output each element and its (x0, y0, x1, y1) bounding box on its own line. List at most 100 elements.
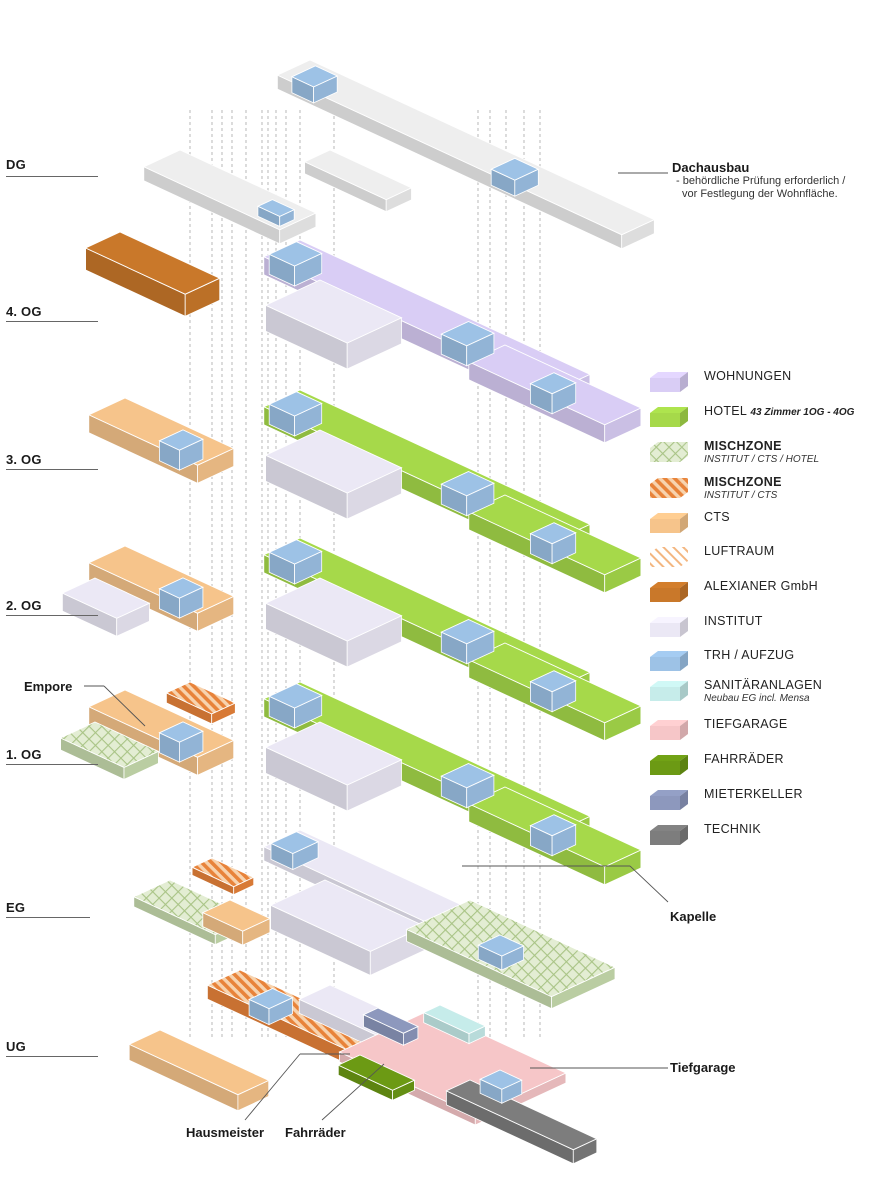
legend-item-technik: TECHNIK (650, 820, 874, 850)
legend-swatch-front (650, 761, 680, 775)
callout-dachausbau: Dachausbau (672, 160, 750, 175)
og3-core-left-top-face (158, 429, 204, 451)
legend-label-wohnungen: WOHNUNGEN (704, 369, 792, 383)
ug-cts (128, 1029, 270, 1112)
ug-mieterkeller (362, 1007, 419, 1046)
og1-core-left-top-face (158, 721, 204, 743)
dg-stair-1 (290, 65, 339, 104)
og1-core-1 (268, 683, 323, 729)
og4-core-2 (440, 321, 495, 367)
legend-label-technik: TECHNIK (704, 822, 761, 836)
legend-swatch-trh (650, 651, 688, 671)
legend-label-fahrraeder: FAHRRÄDER (704, 752, 784, 766)
legend-swatch-top (650, 547, 688, 553)
callout-tiefgarage: Tiefgarage (670, 1060, 736, 1075)
legend-swatch-side (680, 651, 688, 671)
og2-institut-top-face (61, 577, 151, 619)
floor-rule-eg (6, 917, 90, 918)
og1-mischzone (59, 721, 160, 781)
og4-core-2-top-face (440, 321, 495, 347)
legend-swatch-institut (650, 617, 688, 637)
og2-chapel-top-face (264, 577, 403, 642)
legend-swatch-top (650, 651, 688, 657)
og4-core-1-top-face (268, 241, 323, 267)
callout-kapelle: Kapelle (670, 909, 717, 924)
legend-swatch-technik (650, 825, 688, 845)
og3-core-3-top-face (529, 522, 577, 545)
og2-core-3 (529, 670, 577, 713)
legend-swatch-front (650, 519, 680, 533)
callout-hausmeister: Hausmeister (186, 1125, 265, 1140)
og3-core-2 (440, 471, 495, 517)
callout-empore: Empore (24, 679, 73, 694)
legend-swatch-side (680, 790, 688, 810)
legend-item-hotel: HOTEL 43 Zimmer 1OG - 4OG (650, 402, 874, 432)
legend-label-mischzone-cts: MISCHZONE (704, 475, 782, 489)
floor-rule-dg (6, 176, 98, 177)
og3-chapel (264, 429, 403, 520)
floor-ug (128, 969, 598, 1165)
floor-eg (132, 829, 617, 1010)
legend-swatch-top (650, 720, 688, 726)
legend-swatch-hotel (650, 407, 688, 427)
dg-stair-3 (256, 199, 296, 228)
og2-core-3-top-face (529, 670, 577, 693)
og1-mischzone-top-face (59, 721, 160, 768)
legend-swatch-top (650, 755, 688, 761)
og1-core-2 (440, 763, 495, 809)
og3-core-1-top-face (268, 391, 323, 417)
legend-swatch-side (680, 681, 688, 701)
floor-og4 (84, 231, 642, 444)
og2-core-left-top-face (158, 577, 204, 599)
floor-label-2og: 2. OG (6, 598, 42, 613)
legend-swatch-top (650, 407, 688, 413)
eg-luftraum-top-face (191, 857, 255, 888)
eg-cts-top-face (201, 899, 271, 932)
ug-core-2-top-face (479, 1069, 523, 1090)
og3-core-left (158, 429, 204, 471)
legend-swatch-front (650, 378, 680, 392)
legend-swatch-front (650, 413, 680, 427)
ug-technik (445, 1079, 598, 1165)
legend-swatch-side (680, 407, 688, 427)
legend-swatch-front (650, 448, 680, 462)
dg-roof-main (276, 59, 656, 250)
og1-luftraum-top-face (165, 681, 237, 715)
legend-item-sanitaer: SANITÄRANLAGEN Neubau EG incl. Mensa (650, 676, 874, 706)
dg-roof-chapel (303, 149, 413, 213)
legend-swatch-front (650, 553, 680, 567)
legend-label-luftraum: LUFTRAUM (704, 544, 775, 558)
og2-core-2-top-face (440, 619, 495, 645)
legend-swatch-side (680, 372, 688, 392)
legend-swatch-top (650, 582, 688, 588)
ug-sanitaer-top-face (422, 1004, 487, 1035)
floor-label-4og: 4. OG (6, 304, 42, 319)
legend-item-alexianer: ALEXIANER GmbH (650, 577, 874, 607)
legend-swatch-alexianer (650, 582, 688, 602)
floor-label-dg: DG (6, 157, 26, 172)
dg-stair-3-top-face (256, 199, 296, 217)
legend-item-cts: CTS (650, 508, 874, 538)
legend-swatch-mieterkeller (650, 790, 688, 810)
og1-chapel-top-face (264, 721, 403, 786)
og2-core-1 (268, 539, 323, 585)
dg-stair-2-top-face (490, 157, 540, 181)
legend-label-mieterkeller: MIETERKELLER (704, 787, 803, 801)
floor-label-3og: 3. OG (6, 452, 42, 467)
legend-note-mischzone-cts: INSTITUT / CTS (704, 490, 778, 501)
og1-core-1-top-face (268, 683, 323, 709)
legend-swatch-luftraum (650, 547, 688, 567)
og1-core-2-top-face (440, 763, 495, 789)
og3-chapel-top-face (264, 429, 403, 494)
legend-item-fahrraeder: FAHRRÄDER (650, 750, 874, 780)
legend-note-hotel: 43 Zimmer 1OG - 4OG (750, 407, 855, 418)
eg-core-2-top-face (477, 934, 525, 957)
legend-swatch-cts (650, 513, 688, 533)
og1-luftraum (165, 681, 237, 725)
legend-swatch-front (650, 623, 680, 637)
legend-item-mischzone-cts: MISCHZONE INSTITUT / CTS (650, 473, 874, 503)
legend-swatch-top (650, 372, 688, 378)
ug-sanitaer (422, 1004, 487, 1045)
og4-core-1 (268, 241, 323, 287)
legend-label-hotel-text: HOTEL (704, 404, 747, 418)
